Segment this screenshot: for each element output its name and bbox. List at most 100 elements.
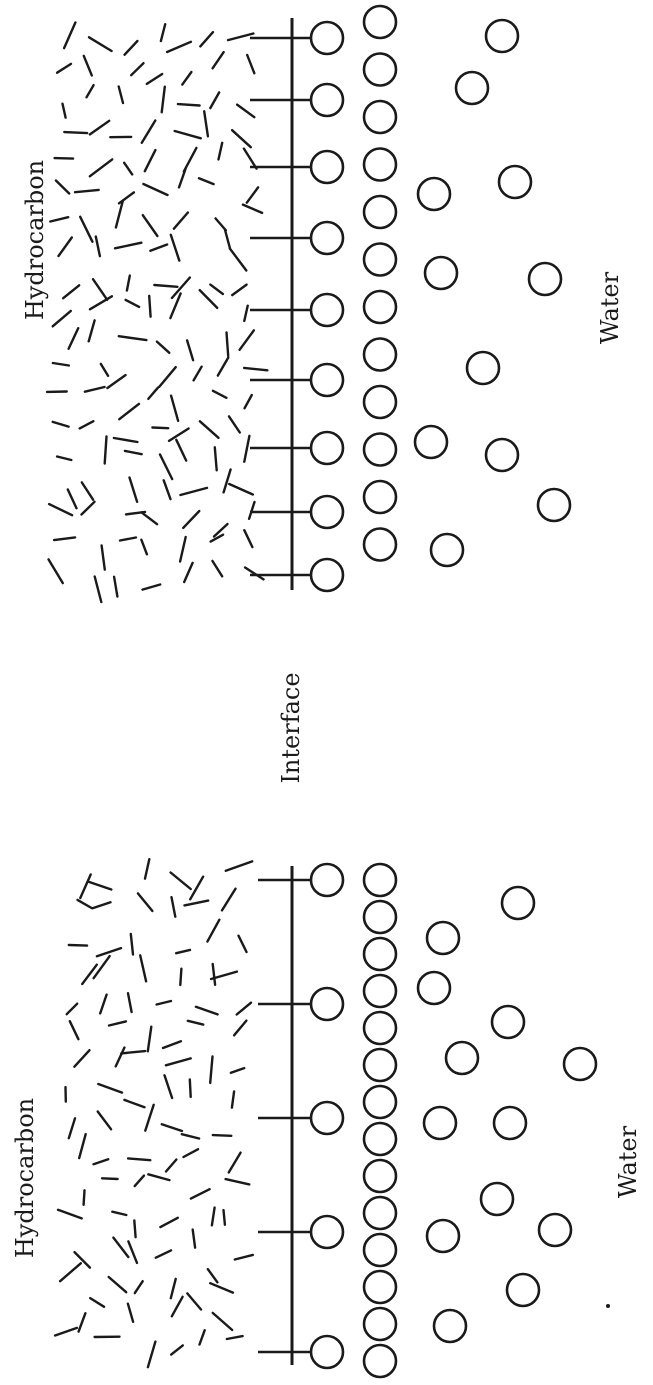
water-molecule: [364, 1234, 396, 1266]
hydrocarbon-segment: [212, 561, 222, 577]
hydrocarbon-segment: [69, 328, 79, 349]
hydrocarbon-segment: [160, 1218, 177, 1227]
hydrocarbon-segment: [80, 217, 92, 242]
hydrocarbon-segment: [234, 1021, 246, 1036]
water-molecule: [364, 386, 396, 418]
interface-label: Interface: [277, 672, 305, 783]
head-group-circle: [311, 151, 343, 183]
hydrocarbon-segment: [172, 1297, 183, 1317]
hydrocarbon-segment: [128, 1158, 150, 1160]
hydrocarbon-segment: [100, 995, 106, 1014]
hydrocarbon-segment: [130, 478, 138, 502]
hydrocarbon-segment: [227, 332, 229, 356]
hydrocarbon-segment: [116, 201, 123, 228]
hydrocarbon-segment: [128, 993, 132, 1012]
top-water-label: Water: [596, 271, 624, 344]
head-group-circle: [311, 294, 343, 326]
hydrocarbon-segment: [249, 502, 254, 519]
hydrocarbon-segment: [60, 1263, 81, 1281]
hydrocarbon-segment: [67, 1004, 78, 1015]
hydrocarbon-segment: [59, 238, 72, 257]
hydrocarbon-segment: [89, 882, 111, 890]
hydrocarbon-segment: [115, 243, 141, 249]
hydrocarbon-segment: [159, 367, 176, 387]
hydrocarbon-segment: [84, 56, 92, 76]
hydrocarbon-segment: [244, 149, 257, 169]
head-group-circle: [311, 559, 343, 591]
hydrocarbon-segment: [84, 1190, 85, 1205]
hydrocarbon-segment: [213, 52, 224, 68]
hydrocarbon-segment: [94, 1159, 109, 1164]
hydrocarbon-segment: [126, 300, 140, 307]
hydrocarbon-segment: [89, 37, 112, 51]
hydrocarbon-segment: [244, 368, 267, 370]
hydrocarbon-segment: [57, 457, 71, 461]
hydrocarbon-segment: [171, 235, 180, 261]
hydrocarbon-segment: [74, 1050, 89, 1067]
hydrocarbon-segment: [208, 1269, 218, 1282]
hydrocarbon-segment: [210, 285, 223, 294]
hydrocarbon-segment: [200, 421, 219, 438]
head-group-circle: [311, 432, 343, 464]
hydrocarbon-segment: [114, 577, 117, 597]
water-molecule: [364, 1308, 396, 1340]
hydrocarbon-segment: [79, 1313, 86, 1331]
hydrocarbon-segment: [213, 964, 215, 985]
hydrocarbon-segment: [191, 1189, 210, 1198]
hydrocarbon-segment: [93, 902, 111, 908]
hydrocarbon-segment: [213, 391, 227, 398]
water-molecule: [425, 257, 457, 289]
hydrocarbon-segment: [109, 1277, 127, 1292]
hydrocarbon-segment: [98, 1112, 111, 1130]
hydrocarbon-segment: [166, 1160, 176, 1172]
hydrocarbon-segment: [138, 893, 153, 911]
head-group-circle: [311, 22, 343, 54]
water-molecule: [456, 72, 488, 104]
water-molecule: [434, 1310, 466, 1342]
water-molecule: [364, 901, 396, 933]
hydrocarbon-segment: [105, 436, 107, 463]
hydrocarbon-segment: [80, 421, 94, 428]
hydrocarbon-segment: [185, 901, 209, 906]
head-group-circle: [311, 222, 343, 254]
hydrocarbon-segment: [178, 104, 200, 105]
hydrocarbon-segment: [113, 1238, 128, 1257]
hydrocarbon-segment: [244, 306, 247, 321]
water-molecule: [418, 178, 450, 210]
hydrocarbon-segment: [121, 1051, 145, 1053]
hydrocarbon-segment: [101, 364, 108, 376]
head-group-circle: [311, 1216, 343, 1248]
hydrocarbon-segment: [142, 512, 158, 524]
water-molecule: [364, 1197, 396, 1229]
hydrocarbon-segment: [140, 955, 146, 981]
bulk-water-molecules: [415, 20, 596, 1342]
hydrocarbon-segment: [213, 1135, 232, 1136]
hydrocarbon-segment: [56, 181, 69, 194]
hydrocarbon-segment: [222, 889, 236, 911]
head-group-circle: [311, 988, 343, 1020]
hydrocarbon-segment: [244, 436, 249, 462]
hydrocarbon-segment: [219, 143, 223, 160]
hydrocarbon-segment: [224, 1210, 225, 1225]
bottom-hydrocarbon-label: Hydrocarbon: [11, 1098, 39, 1258]
water-molecule: [494, 1107, 526, 1139]
hydrocarbon-segment: [215, 447, 217, 470]
hydrocarbon-segment: [82, 502, 95, 515]
head-group-circle: [311, 1336, 343, 1368]
hydrocarbon-segment: [179, 169, 186, 187]
hydrocarbon-segment: [102, 1178, 118, 1179]
hydrocarbon-segment: [145, 150, 156, 171]
hydrocarbon-segment: [180, 537, 186, 562]
hydrocarbon-segment: [148, 1342, 156, 1368]
hydrocarbon-segment: [244, 530, 252, 547]
hydrocarbon-segment: [210, 92, 219, 108]
hydrocarbon-segment: [54, 537, 75, 540]
hydrocarbon-segment: [171, 1345, 183, 1354]
hydrocarbon-segment: [68, 490, 77, 509]
hydrocarbon-segment: [227, 1336, 243, 1339]
hydrocarbon-segment: [184, 563, 192, 582]
hydrocarbon-segment: [107, 375, 125, 388]
hydrocarbon-segment: [162, 87, 165, 113]
